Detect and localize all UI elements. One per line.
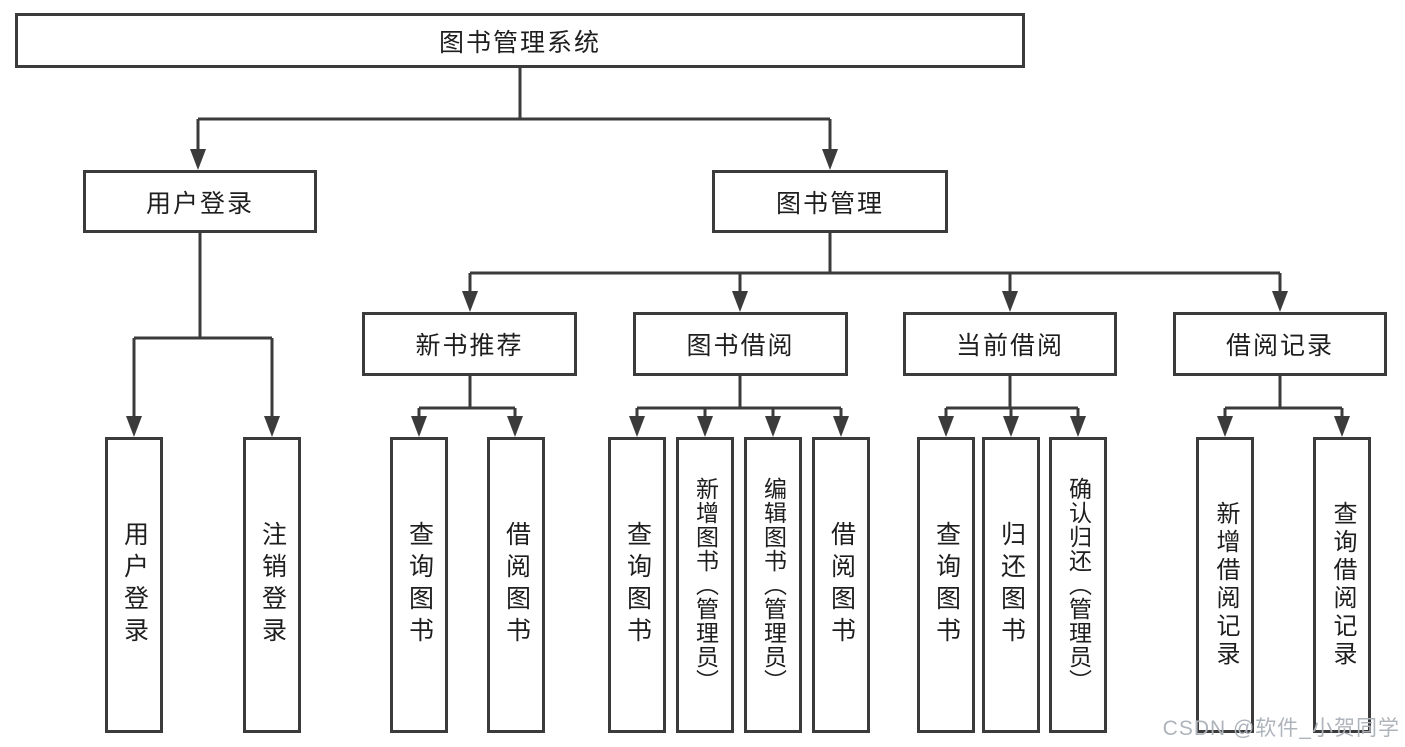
leaf-current-query-book: 查询图书 xyxy=(917,437,975,733)
node-root-label: 图书管理系统 xyxy=(438,28,601,57)
arrowhead xyxy=(732,291,748,312)
arrowheads xyxy=(126,149,1350,437)
leaf-borrow-query-book-label: 查询图书 xyxy=(623,521,652,649)
leaf-records-query-record-label: 查询借阅记录 xyxy=(1329,501,1356,669)
arrowhead xyxy=(765,416,781,437)
leaf-user-login: 用户登录 xyxy=(105,437,163,733)
arrowhead xyxy=(190,149,206,170)
connector-borrow-records xyxy=(1223,376,1344,417)
leaf-logout-label: 注销登录 xyxy=(258,521,287,649)
leaf-current-query-book-label: 查询图书 xyxy=(932,521,961,649)
leaf-borrow-add-book-label: 新增图书（管理员） xyxy=(692,477,719,693)
node-root: 图书管理系统 xyxy=(15,13,1025,68)
arrowhead xyxy=(264,416,280,437)
leaf-logout: 注销登录 xyxy=(243,437,301,733)
arrowhead xyxy=(126,416,142,437)
leaf-records-add-record: 新增借阅记录 xyxy=(1196,437,1254,733)
watermark: CSDN @软件_小贺同学 xyxy=(1162,717,1400,740)
arrowhead xyxy=(507,416,523,437)
leaf-current-return-book: 归还图书 xyxy=(982,437,1040,733)
node-book-management: 图书管理 xyxy=(712,170,948,233)
node-book-borrow: 图书借阅 xyxy=(633,312,848,376)
connector-book-borrow xyxy=(635,376,843,417)
leaf-recommend-query-book: 查询图书 xyxy=(390,437,448,733)
node-user-login-label: 用户登录 xyxy=(145,189,254,218)
arrowhead xyxy=(1217,416,1233,437)
leaf-current-confirm-return: 确认归还（管理员） xyxy=(1049,437,1107,733)
arrowhead xyxy=(938,416,954,437)
leaf-borrow-edit-book: 编辑图书（管理员） xyxy=(744,437,802,733)
node-user-login: 用户登录 xyxy=(83,170,317,233)
leaf-borrow-borrow-book-label: 借阅图书 xyxy=(827,521,856,649)
leaf-current-confirm-return-label: 确认归还（管理员） xyxy=(1065,477,1092,693)
connector-root xyxy=(196,68,832,150)
arrowhead xyxy=(1334,416,1350,437)
arrowhead xyxy=(1002,291,1018,312)
arrowhead xyxy=(1070,416,1086,437)
connector-user-login xyxy=(132,233,274,417)
node-borrow-records-label: 借阅记录 xyxy=(1225,332,1334,360)
arrowhead xyxy=(411,416,427,437)
leaf-user-login-label: 用户登录 xyxy=(120,521,149,649)
leaf-borrow-edit-book-label: 编辑图书（管理员） xyxy=(760,477,787,693)
arrowhead xyxy=(822,149,838,170)
node-borrow-records: 借阅记录 xyxy=(1173,312,1387,376)
node-current-borrow: 当前借阅 xyxy=(903,312,1117,376)
arrowhead xyxy=(697,416,713,437)
leaf-records-add-record-label: 新增借阅记录 xyxy=(1212,501,1239,669)
leaf-current-return-book-label: 归还图书 xyxy=(997,521,1026,649)
node-book-management-label: 图书管理 xyxy=(775,189,884,218)
leaf-recommend-query-book-label: 查询图书 xyxy=(405,521,434,649)
node-book-borrow-label: 图书借阅 xyxy=(686,332,795,360)
arrowhead xyxy=(629,416,645,437)
connector-book-management xyxy=(468,233,1282,292)
arrowhead xyxy=(1272,291,1288,312)
leaf-borrow-borrow-book: 借阅图书 xyxy=(812,437,870,733)
leaf-recommend-borrow-book-label: 借阅图书 xyxy=(502,521,531,649)
connector-current-borrow xyxy=(944,376,1080,417)
node-new-book-recommend: 新书推荐 xyxy=(362,312,577,376)
node-new-book-recommend-label: 新书推荐 xyxy=(415,332,524,360)
connector-new-book-recommend xyxy=(417,376,517,417)
arrowhead xyxy=(1003,416,1019,437)
node-current-borrow-label: 当前借阅 xyxy=(955,332,1064,360)
arrowhead xyxy=(833,416,849,437)
leaf-recommend-borrow-book: 借阅图书 xyxy=(487,437,545,733)
leaf-borrow-query-book: 查询图书 xyxy=(608,437,666,733)
leaf-borrow-add-book: 新增图书（管理员） xyxy=(676,437,734,733)
leaf-records-query-record: 查询借阅记录 xyxy=(1313,437,1371,733)
arrowhead xyxy=(462,291,478,312)
